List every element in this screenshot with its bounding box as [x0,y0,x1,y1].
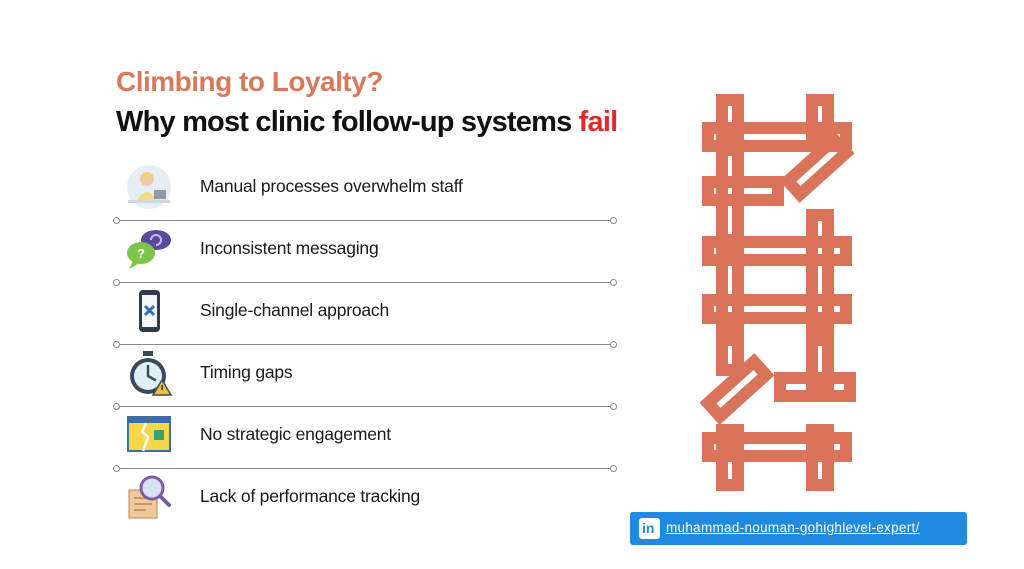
list-item: Single-channel approach [113,282,617,348]
broken-ladder-icon [700,94,856,491]
list-item: No strategic engagement [113,406,617,472]
item-label: Timing gaps [200,362,293,382]
divider [113,403,617,410]
item-label: Lack of performance tracking [200,486,421,506]
linkedin-icon-text: in [642,520,655,536]
linkedin-badge[interactable]: in muhammad-nouman-gohighlevel-expert/ [630,512,967,545]
list-item: Manual processes overwhelm staff [113,158,617,224]
magnifier-report-icon [128,475,171,519]
linkedin-url[interactable]: muhammad-nouman-gohighlevel-expert/ [666,520,920,535]
divider [113,465,617,472]
phone-x-icon [139,290,160,332]
divider [113,341,617,348]
item-label: Manual processes overwhelm staff [200,176,463,196]
divider [113,279,617,286]
linkedin-icon: in [639,518,660,539]
divider [113,217,617,224]
title-main: Why most clinic follow-up systems [116,106,579,138]
problem-list: Manual processes overwhelm staff ? Incon… [113,158,617,530]
subtitle: Climbing to Loyalty? [116,66,383,97]
list-item: ? Inconsistent messaging [113,220,617,286]
item-label: Single-channel approach [200,300,390,320]
svg-text:?: ? [137,246,145,261]
broken-browser-icon [127,416,171,452]
item-label: Inconsistent messaging [200,238,379,258]
stopwatch-warning-icon [130,351,173,396]
title-accent-fail: fail [578,106,618,138]
list-item: Lack of performance tracking [116,468,614,530]
page-title: Why most clinic follow-up systems fail [116,106,618,139]
list-item: Timing gaps [113,344,617,410]
chat-bubbles-icon: ? [127,230,171,269]
overwhelmed-person-icon [127,165,171,209]
item-label: No strategic engagement [200,424,391,444]
